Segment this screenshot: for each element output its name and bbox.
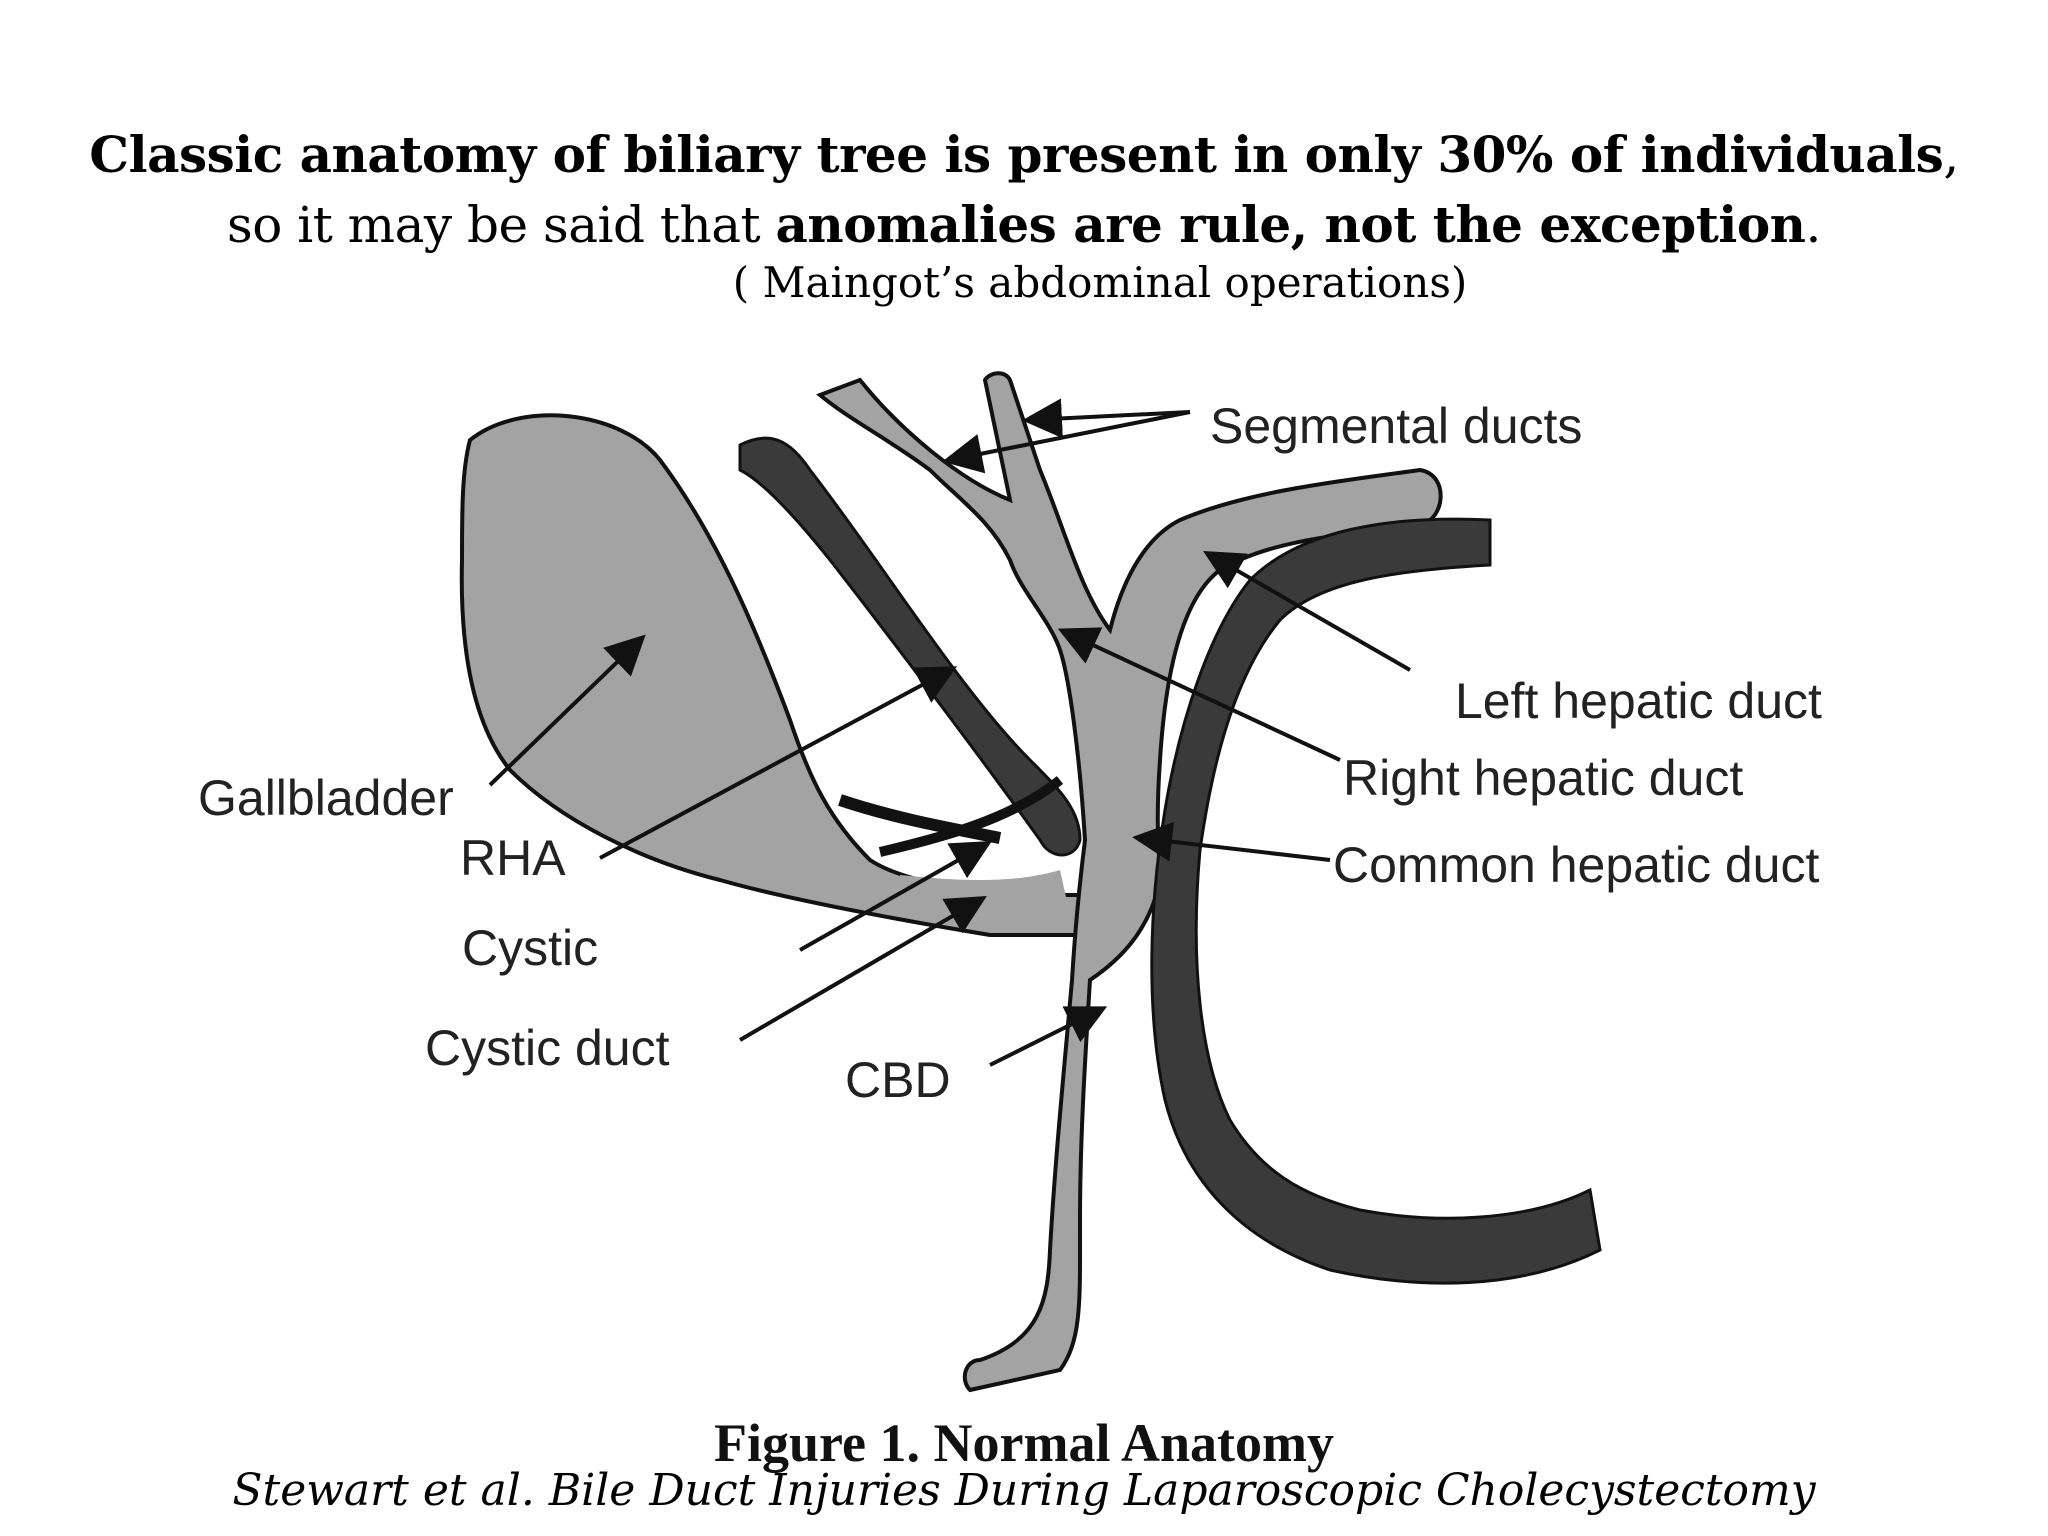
source-reference: Stewart et al. Bile Duct Injuries During… [232, 1465, 1816, 1516]
common-hepatic-duct-leader [1132, 821, 1331, 862]
label-right-hepatic-duct: Right hepatic duct [1343, 750, 1743, 806]
label-cbd: CBD [845, 1052, 951, 1108]
headline-text-4: . [1805, 196, 1822, 254]
headline-bold-1: Classic anatomy of biliary tree is prese… [89, 125, 1944, 184]
right-hepatic-artery [738, 436, 1082, 857]
cystic-artery-branch [878, 776, 1064, 857]
hepatic-artery [1150, 517, 1602, 1285]
label-left-hepatic-duct: Left hepatic duct [1455, 673, 1822, 729]
cystic-leader [799, 841, 992, 952]
bile-duct-tree [816, 371, 1443, 1393]
label-common-hepatic-duct: Common hepatic duct [1333, 837, 1819, 893]
headline-bold-3: anomalies are rule, not the exception [775, 195, 1806, 254]
rha-leader [599, 666, 958, 860]
label-gallbladder: Gallbladder [198, 770, 454, 826]
segmental-ducts-leader-1 [1022, 398, 1191, 439]
headline: Classic anatomy of biliary tree is prese… [60, 120, 1988, 260]
left-hepatic-duct-leader [1203, 551, 1411, 672]
segmental-ducts-leader-2 [942, 410, 1191, 474]
citation: ( Maingot’s abdominal operations) [732, 258, 1468, 307]
label-cystic-duct: Cystic duct [425, 1020, 670, 1076]
figure-caption: Figure 1. Normal Anatomy [714, 1413, 1334, 1473]
right-hepatic-duct-leader [1057, 627, 1341, 762]
cystic-artery [838, 794, 1002, 844]
cystic-duct-leader [738, 895, 987, 1042]
label-cystic: Cystic [462, 920, 598, 976]
cbd-leader [989, 1006, 1108, 1067]
label-segmental-ducts: Segmental ducts [1210, 398, 1582, 454]
headline-text-2: , so it may be said that [227, 126, 1959, 254]
gallbladder-leader [488, 634, 646, 787]
label-rha: RHA [460, 830, 566, 886]
